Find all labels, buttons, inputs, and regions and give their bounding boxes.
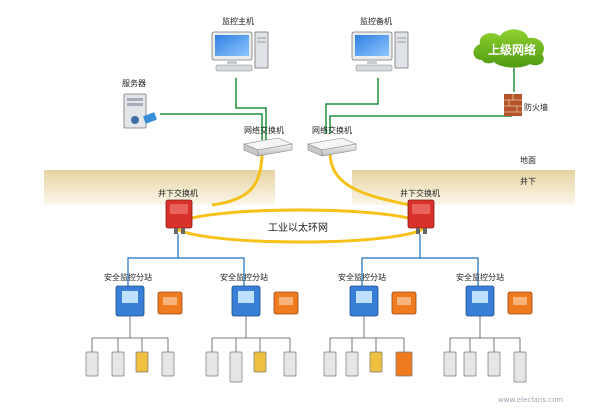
underground-label: 井下 [520, 176, 536, 186]
network-switch-1-label: 网络交换机 [244, 125, 284, 135]
station-2-label: 安全监控分站 [220, 272, 268, 282]
sensor-icon [323, 351, 337, 377]
station-group-4[interactable] [465, 285, 533, 317]
sensor-icon [161, 351, 175, 377]
surface-links [160, 68, 515, 140]
surface-band [44, 170, 575, 205]
underground-switch-right-label: 井下交换机 [400, 188, 440, 198]
watermark-text: www.elecfans.com [498, 396, 563, 404]
server-icon[interactable] [123, 93, 157, 129]
sensor-icon [85, 351, 99, 377]
station-links [127, 234, 479, 288]
sensor-icon [443, 351, 457, 377]
monitor-host-label: 监控主机 [222, 16, 254, 26]
station-group-3[interactable] [349, 285, 417, 317]
station-group-1[interactable] [115, 285, 183, 317]
upper-network-label: 上级网络 [488, 42, 536, 57]
station-group-2[interactable] [231, 285, 299, 317]
firewall-label: 防火墙 [524, 102, 548, 112]
sensor-row [85, 351, 527, 383]
network-switch-2-label: 网络交换机 [312, 125, 352, 135]
monitor-backup-label: 监控备机 [360, 16, 392, 26]
network-switch-2[interactable] [306, 137, 358, 157]
underground-switch-right[interactable] [407, 199, 435, 234]
upper-network-cloud[interactable]: 上级网络 [473, 29, 545, 68]
monitor-backup-computer[interactable] [351, 31, 409, 72]
sensor-icon [487, 351, 501, 377]
sensor-icon [135, 351, 149, 373]
station-1-label: 安全监控分站 [104, 272, 152, 282]
sensor-icon [283, 351, 297, 377]
underground-switch-left-label: 井下交换机 [158, 188, 198, 198]
sensor-icon [463, 351, 477, 377]
network-switch-1[interactable] [242, 137, 294, 157]
ring-label: 工业以太环网 [268, 221, 328, 234]
monitor-host-computer[interactable] [211, 31, 269, 72]
sensor-icon [513, 351, 527, 383]
firewall-icon[interactable] [504, 94, 522, 116]
sensor-icon [345, 351, 359, 377]
station-3-label: 安全监控分站 [338, 272, 386, 282]
station-4-label: 安全监控分站 [456, 272, 504, 282]
sensor-icon [253, 351, 267, 373]
server-label: 服务器 [122, 78, 146, 88]
sensor-icon [205, 351, 219, 377]
sensor-icon [111, 351, 125, 377]
sensor-icon [369, 351, 383, 373]
ground-label: 地面 [520, 155, 536, 165]
trunk-cables [211, 151, 411, 207]
underground-switch-left[interactable] [165, 199, 193, 234]
sensor-icon [229, 351, 243, 383]
sensor-icon [395, 351, 413, 377]
sensor-bus [91, 316, 521, 352]
